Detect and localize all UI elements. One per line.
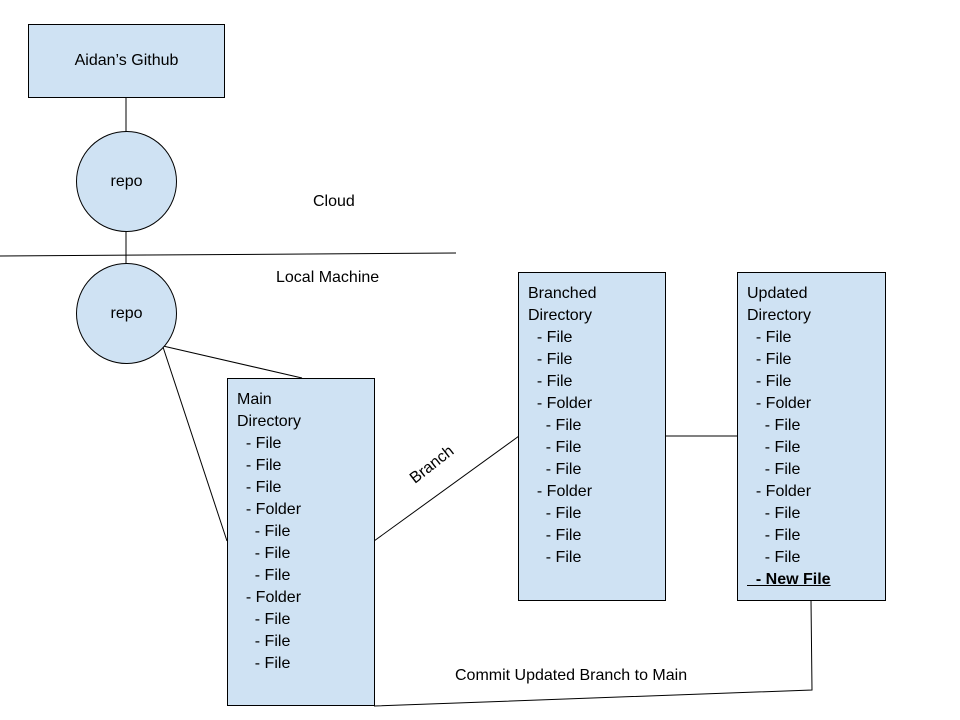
main-directory-file-item: - File	[237, 611, 291, 628]
main-directory-file-item: - File	[237, 523, 291, 540]
local-repo-node: repo	[76, 263, 177, 364]
main-to-branched-line	[373, 435, 520, 542]
branched-directory-folder-item: - Folder	[528, 395, 593, 412]
branched-directory-title-line: Directory	[528, 307, 593, 324]
github-label: Aidan’s Github	[74, 52, 179, 69]
branched-directory-file-item: - File	[528, 439, 582, 456]
cloud-repo-node: repo	[76, 131, 177, 232]
branched-directory-file-item: - File	[528, 351, 573, 368]
updated-directory-file-item: - File	[747, 549, 801, 566]
main-directory-folder-item: - Folder	[237, 589, 302, 606]
main-directory-folder-item: - Folder	[237, 501, 302, 518]
local-repo-to-main-line-top	[162, 345, 303, 379]
updated-directory-file-item: - File	[747, 527, 801, 544]
updated-directory-file-item: - File	[747, 439, 801, 456]
main-directory-file-item: - File	[237, 545, 291, 562]
branched-directory-folder-item: - Folder	[528, 483, 593, 500]
main-directory-file-item: - File	[237, 479, 282, 496]
updated-directory-folder-item: - Folder	[747, 395, 812, 412]
main-directory-title-line: Directory	[237, 413, 302, 430]
branched-directory-file-item: - File	[528, 373, 573, 390]
branched-directory-file-item: - File	[528, 549, 582, 566]
cloud-local-divider	[0, 252, 457, 257]
github-box: Aidan’s Github	[28, 24, 225, 98]
updated-directory-folder-item: - Folder	[747, 483, 812, 500]
local-machine-zone-label: Local Machine	[276, 269, 380, 286]
local-repo-to-main-line-side	[162, 346, 228, 542]
local-repo-label: repo	[110, 304, 143, 322]
updated-directory-file-item: - File	[747, 417, 801, 434]
main-directory-file-item: - File	[237, 435, 282, 452]
main-directory-file-item: - File	[237, 655, 291, 672]
updated-directory-file-item: - File	[747, 351, 792, 368]
updated-directory-title-line: Directory	[747, 307, 812, 324]
branched-directory-file-item: - File	[528, 527, 582, 544]
branched-directory-file-item: - File	[528, 505, 582, 522]
updated-directory-title-line: Updated	[747, 285, 808, 302]
updated-directory-file-item: - File	[747, 329, 792, 346]
updated-directory-new-file-item: - New File	[747, 571, 831, 588]
main-directory-file-item: - File	[237, 567, 291, 584]
branched-directory-title-line: Branched	[528, 285, 597, 302]
updated-directory-file-item: - File	[747, 505, 801, 522]
branched-directory-file-item: - File	[528, 461, 582, 478]
commit-edge-label: Commit Updated Branch to Main	[455, 667, 688, 684]
branched-directory-file-item: - File	[528, 329, 573, 346]
main-directory-file-item: - File	[237, 633, 291, 650]
updated-directory-file-item: - File	[747, 461, 801, 478]
updated-directory-file-item: - File	[747, 373, 792, 390]
cloud-zone-label: Cloud	[313, 193, 355, 210]
main-directory-file-item: - File	[237, 457, 282, 474]
cloud-repo-label: repo	[110, 172, 143, 190]
commit-to-main-line	[373, 599, 813, 707]
branched-directory-file-item: - File	[528, 417, 582, 434]
main-directory-title-line: Main	[237, 391, 272, 408]
